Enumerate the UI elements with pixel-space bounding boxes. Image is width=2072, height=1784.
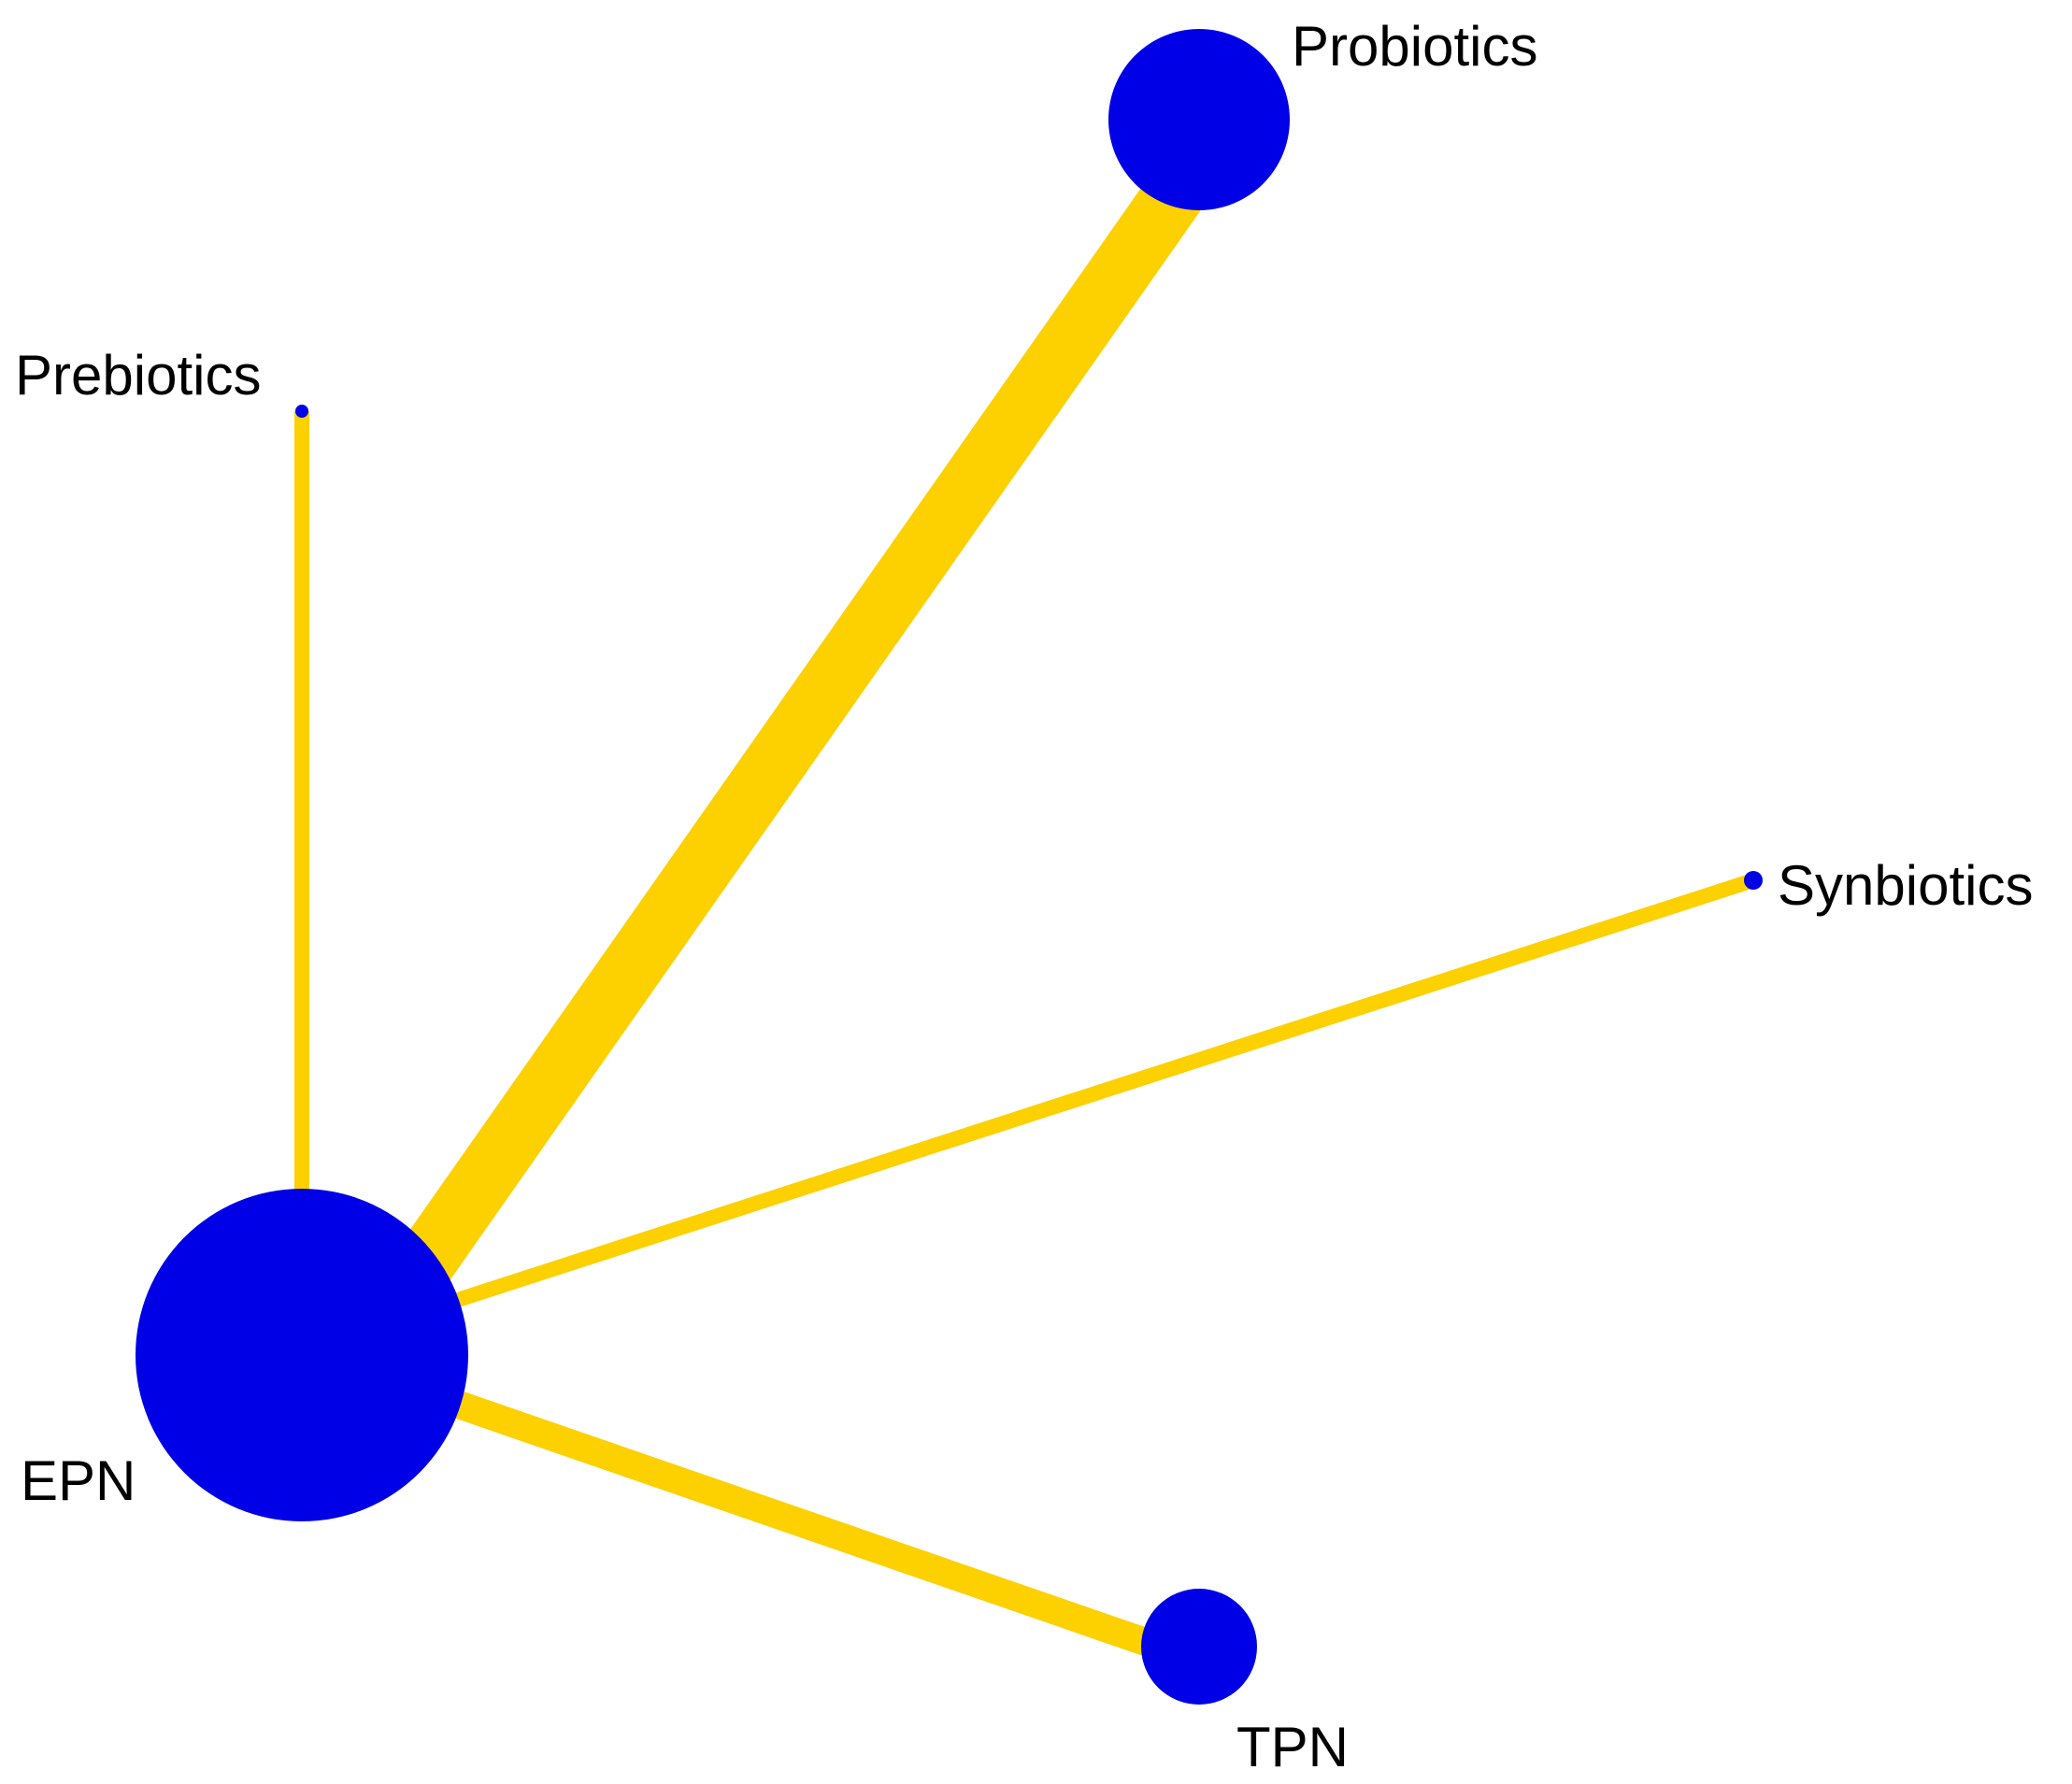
label-tpn: TPN bbox=[1236, 1716, 1349, 1778]
label-synbiotics: Synbiotics bbox=[1778, 854, 2033, 917]
node-epn bbox=[136, 1189, 468, 1521]
label-prebiotics: Prebiotics bbox=[15, 344, 261, 407]
edges bbox=[294, 169, 1756, 1661]
nodes bbox=[136, 29, 1763, 1705]
label-epn: EPN bbox=[21, 1449, 136, 1512]
node-prebiotics bbox=[295, 405, 308, 418]
edge-epn-probiotics bbox=[366, 169, 1206, 1326]
labels: Probiotics Prebiotics Synbiotics EPN TPN bbox=[15, 15, 2033, 1778]
label-probiotics: Probiotics bbox=[1292, 15, 1537, 78]
node-probiotics bbox=[1108, 29, 1290, 210]
edge-epn-synbiotics bbox=[299, 873, 1756, 1358]
node-tpn bbox=[1141, 1589, 1257, 1705]
node-synbiotics bbox=[1744, 871, 1763, 890]
